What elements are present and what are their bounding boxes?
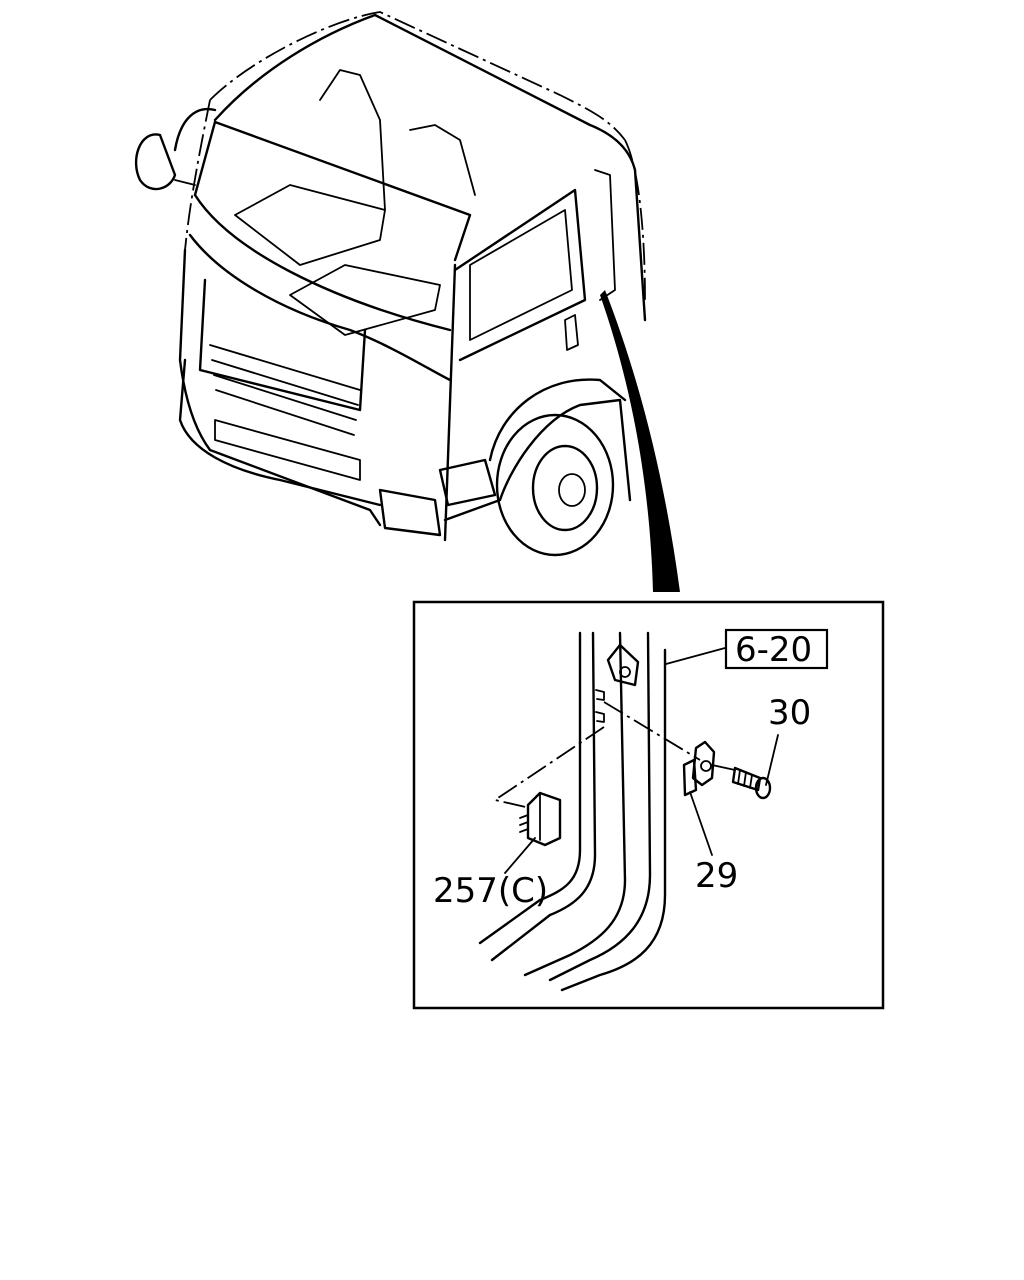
detail-frame [412,600,885,1010]
ref-box-label: 6-20 [735,630,812,670]
pad-part-257c [519,791,562,847]
detail-pointer [600,290,680,592]
truck-cab-drawing [134,11,647,557]
callout-257c: 257(C) [433,871,548,911]
leader-257c [504,837,536,874]
ref-box-frame [724,628,829,670]
assembly-line-29 [603,701,701,761]
door-stopper-part-29 [682,740,716,797]
ref-leader [665,647,726,665]
leader-30 [765,734,779,786]
door-pillar-drawing [478,631,667,992]
callout-29: 29 [695,856,738,896]
bolt-part-30 [711,764,772,800]
assembly-line-257 [492,726,605,809]
leader-29 [689,791,713,856]
callout-30: 30 [768,693,811,733]
